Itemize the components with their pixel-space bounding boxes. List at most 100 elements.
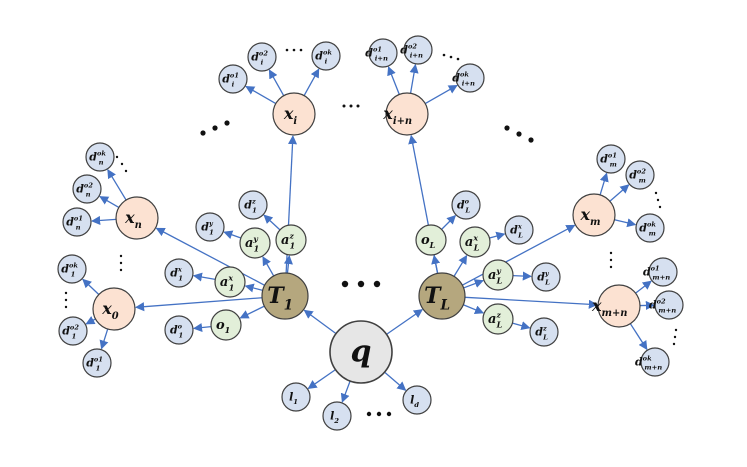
node-circle-xmn [597,284,641,328]
ellipsis-bottom [366,411,392,417]
node-label-l2: l2 [330,410,339,425]
ellipsis-xin-desc [442,53,460,61]
node-circle-dmno1 [648,257,678,287]
node-circle-ld [402,385,432,415]
edge-q-TL [386,309,424,335]
ellipsis-xmn-desc [672,328,678,346]
node-circle-diok [311,41,341,71]
edge-T1-a1x [244,283,263,293]
edge-x0-d1o1 [99,328,109,350]
node-circle-aLx [459,226,491,258]
node-label-xm: xm [579,205,600,228]
edge-xm-dmok [614,218,637,228]
ellipsis-upper-mid [342,104,360,108]
ellipsis-dot [285,48,289,52]
node-xm: xm [572,193,616,237]
ellipsis-dot [64,291,68,295]
ellipsis-dot [115,155,119,159]
edge-a1y-d1y [223,230,242,240]
node-circle-dno2 [72,174,102,204]
ellipsis-dot [456,57,460,61]
ellipsis-dot [673,335,677,339]
node-l2: l2 [322,401,352,431]
ellipsis-xm-desc [654,191,662,209]
node-circle-x0 [92,287,136,331]
ellipsis-dot [528,137,534,143]
node-circle-oL [415,224,447,256]
ellipsis-dot [516,131,522,137]
node-ld: ld [402,385,432,415]
node-circle-d1y [195,212,225,242]
ellipsis-dot [609,265,613,269]
edge-x0-d1ok [82,278,100,295]
edge-xin-dino2 [409,63,419,94]
node-x0: x0 [92,287,136,331]
ellipsis-dot [672,342,676,346]
node-circle-xin [385,92,429,136]
edge-q-l2 [340,380,351,403]
edge-TL-xm [461,224,576,286]
node-xi: xi [272,92,316,136]
ellipsis-dot [292,48,296,52]
node-o1: o1 [210,309,242,341]
node-circle-l2 [322,401,352,431]
edge-aLz-dLz [512,321,531,331]
ellipsis-upper-right [504,125,534,143]
node-label-xin: xi+n [382,104,412,127]
edge-xmn-dmnok [629,323,648,351]
node-xn: xn [115,196,159,240]
node-circle-dLx [504,215,534,245]
ellipsis-dot [342,104,346,108]
node-circle-TL [418,272,466,320]
edge-xi-diok [303,68,320,96]
edge-TL-aLy [463,279,484,289]
node-circle-dLo [451,190,481,220]
node-circle-o1 [210,309,242,341]
edge-TL-oL [431,254,441,274]
ellipsis-dot [349,104,353,108]
ellipsis-dot [356,104,360,108]
node-circle-d1o [164,315,194,345]
edge-aLx-dLx [489,231,506,241]
ellipsis-dot [119,254,123,258]
edge-TL-xmn [464,296,598,309]
ellipsis-dot [609,258,613,262]
ellipsis-dot [119,261,123,265]
node-TL: TL [418,272,466,320]
ellipsis-upper-left [200,120,230,136]
node-circle-dmo2 [625,160,655,190]
ellipsis-dot [200,130,206,136]
ellipsis-dot [119,268,123,272]
node-label-x0: x0 [101,299,119,322]
node-label-xmn: xm+n [591,296,628,319]
ellipsis-dot [449,55,453,59]
